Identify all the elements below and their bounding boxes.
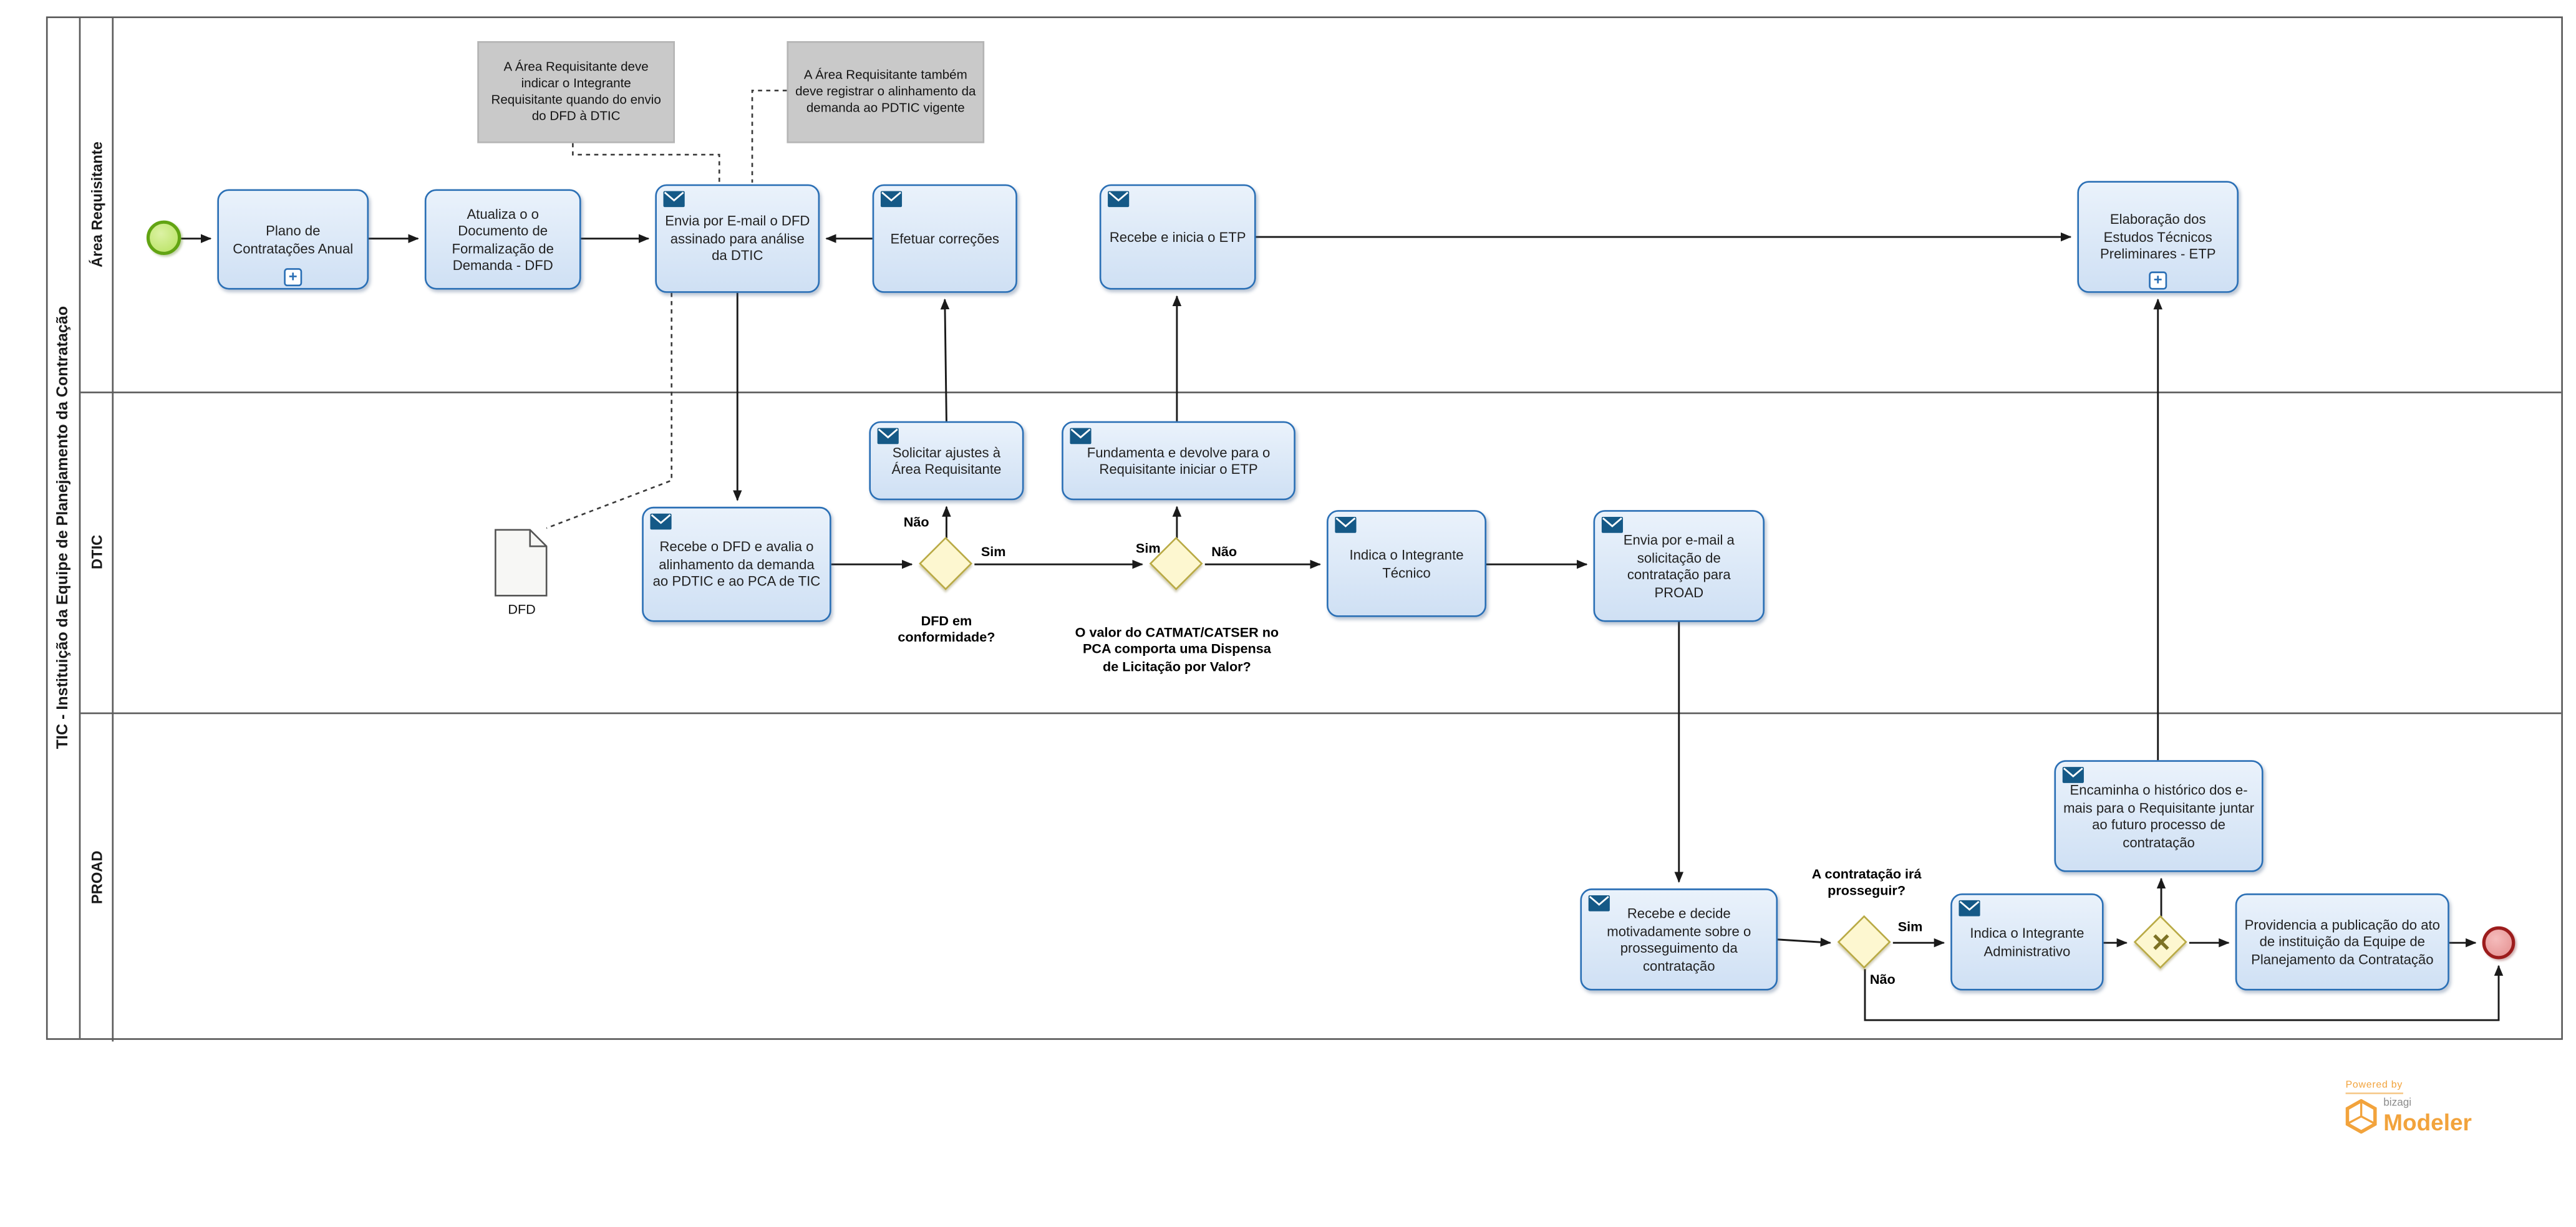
assoc-annotation1-to-envia [572,143,720,183]
end-event[interactable] [2482,926,2515,960]
document-icon [495,529,548,597]
gateway-question-dispensa-valor: O valor do CATMAT/CATSER no PCA comporta… [1075,625,1279,674]
lane-header-dtic: DTIC [80,392,114,713]
message-icon [880,191,903,208]
task-label: Recebe e decide motivadamente sobre o pr… [1607,905,1751,973]
subprocess-plus-icon[interactable]: + [284,268,303,287]
task-envia-email-dfd[interactable]: Envia por E-mail o DFD assinado para aná… [655,184,820,293]
task-label: Recebe o DFD e avalia o alinhamento da d… [652,538,821,590]
task-indica-administrativo[interactable]: Indica o Integrante Administrativo [1950,893,2104,991]
gateway-exclusive-merge[interactable]: ✕ [2133,915,2189,971]
message-icon [1588,895,1610,912]
task-label: Fundamenta e devolve para o Requisitante… [1087,443,1271,478]
flow-label-nao: Não [1869,972,1896,988]
pool: TIC - Instituição da Equipe de Planejame… [46,16,2563,1042]
task-recebe-inicia-etp[interactable]: Recebe e inicia o ETP [1099,184,1256,290]
task-label: Envia por E-mail o DFD assinado para aná… [665,213,810,264]
task-efetuar-correcoes[interactable]: Efetuar correções [872,184,1017,293]
bizagi-logo-icon [2345,1099,2377,1134]
pool-header: TIC - Instituição da Equipe de Planejame… [48,18,81,1039]
gateway-question-dfd-conformidade: DFD em conformidade? [898,614,995,646]
message-icon [1108,191,1130,208]
flow-label-sim: Sim [981,544,1006,560]
task-recebe-decide[interactable]: Recebe e decide motivadamente sobre o pr… [1580,888,1778,991]
task-label: Indica o Integrante Administrativo [1970,925,2085,959]
flow-label-sim: Sim [1897,920,1923,935]
task-solicitar-ajustes[interactable]: Solicitar ajustes à Área Requisitante [869,421,1024,501]
exclusive-gateway-x-icon: ✕ [2151,930,2172,958]
task-label: Providencia a publicação do ato de insti… [2244,916,2440,968]
task-envia-solicitacao-proad[interactable]: Envia por e-mail a solicitação de contra… [1593,510,1765,622]
task-elaboracao-etp[interactable]: Elaboração dos Estudos Técnicos Prelimin… [2077,181,2239,293]
message-icon [1335,516,1357,533]
annotation-text: A Área Requisitante deve indicar o Integ… [491,59,661,124]
task-label: Plano de Contratações Anual [233,222,354,256]
task-label: Atualiza o o Documento de Formalização d… [452,205,554,274]
start-event[interactable] [146,220,182,256]
task-providencia-publicacao[interactable]: Providencia a publicação do ato de insti… [2235,893,2449,991]
powered-by-label: Powered by [2345,1081,2403,1094]
flow-solicitar-to-efetuar [940,298,950,421]
lane-divider [80,712,2562,715]
annotation-registrar-alinhamento[interactable]: A Área Requisitante também deve registra… [787,41,985,143]
message-icon [663,191,685,208]
task-label: Encaminha o histórico dos e-mais para o … [2063,781,2254,850]
task-label: Indica o Integrante Técnico [1349,546,1464,580]
gateway-diamond [919,536,973,590]
task-label: Efetuar correções [890,229,999,247]
task-recebe-dfd-avalia[interactable]: Recebe o DFD e avalia o alinhamento da d… [642,506,831,622]
flow-label-nao: Não [903,515,929,530]
gateway-diamond [1837,915,1891,969]
message-icon [650,513,672,530]
message-icon [2062,767,2084,783]
lane-divider [80,392,2562,393]
task-fundamenta-devolve[interactable]: Fundamenta e devolve para o Requisitante… [1062,421,1295,501]
task-label: Recebe e inicia o ETP [1109,228,1246,245]
flow-recebe-decide-to-gw3 [1778,937,1832,947]
flow-label-sim: Sim [1135,541,1161,556]
task-encaminha-historico[interactable]: Encaminha o histórico dos e-mais para o … [2054,760,2264,872]
lane-header-area-requisitante: Área Requisitante [80,18,114,392]
flow-label-nao: Não [1211,544,1237,560]
dfd-document-label: DFD [508,602,536,617]
task-indica-tecnico[interactable]: Indica o Integrante Técnico [1327,510,1487,617]
bizagi-brand-name: bizagi [2383,1097,2412,1109]
annotation-text: A Área Requisitante também deve registra… [795,67,976,115]
message-icon [1070,428,1092,445]
task-label: Envia por e-mail a solicitação de contra… [1623,531,1735,600]
assoc-envia-to-dfd-doc [546,292,673,529]
task-plano-contratacoes[interactable]: Plano de Contratações Anual + [217,189,369,290]
gateway-contratacao-prosseguir[interactable] [1837,915,1893,971]
message-icon [1601,516,1624,533]
assoc-annotation2-to-envia [751,89,787,183]
task-label: Solicitar ajustes à Área Requisitante [891,443,1002,478]
task-atualiza-dfd[interactable]: Atualiza o o Documento de Formalização d… [424,189,581,290]
annotation-indicar-integrante[interactable]: A Área Requisitante deve indicar o Integ… [477,41,675,143]
modeler-product-name: Modeler [2383,1109,2472,1135]
bizagi-branding: Powered by bizagi Modeler [2345,1066,2560,1135]
flow-gw3-nao-to-end [1864,965,2504,1021]
lane-header-proad: PROAD [80,712,114,1042]
task-label: Elaboração dos Estudos Técnicos Prelimin… [2099,211,2216,262]
subprocess-plus-icon[interactable]: + [2149,271,2167,290]
message-icon [877,428,899,445]
gateway-question-contratacao: A contratação irá prosseguir? [1811,867,1922,899]
dfd-document-shape[interactable] [494,528,548,605]
message-icon [1959,900,1980,917]
gateway-dfd-conformidade[interactable] [919,536,975,592]
